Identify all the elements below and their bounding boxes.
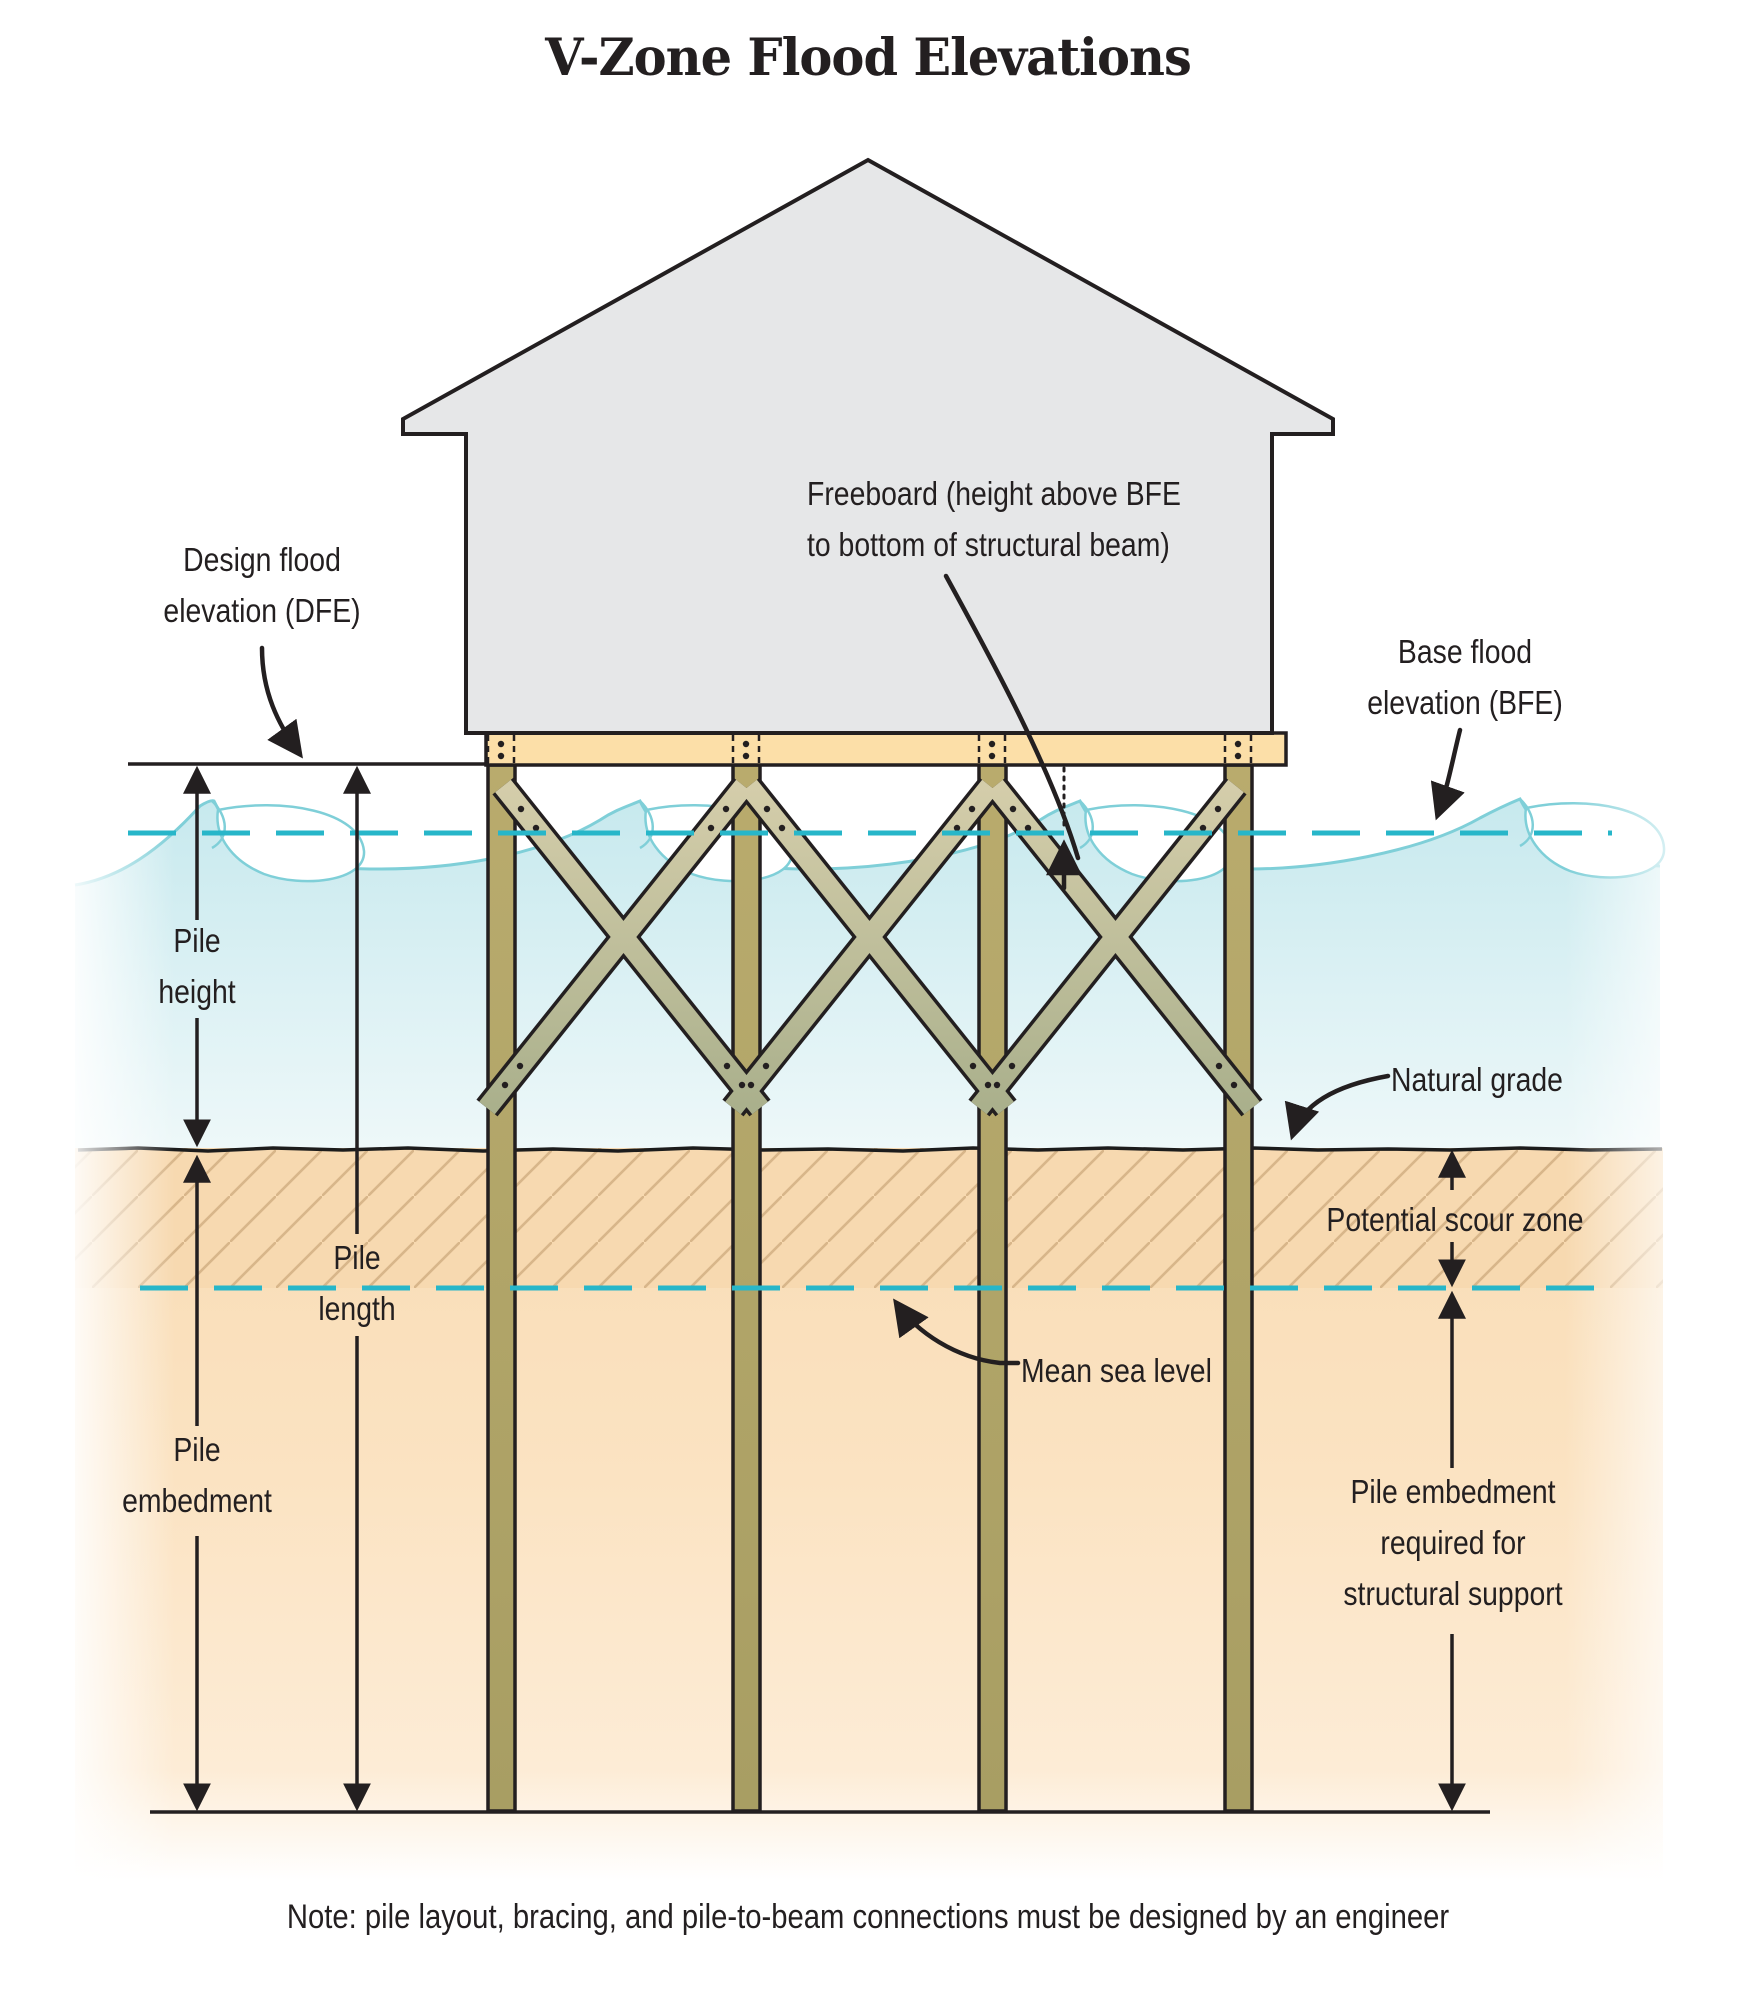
wave-curls xyxy=(211,798,1534,850)
ground xyxy=(75,1146,1663,1880)
label-pile-height: Pile height xyxy=(158,922,236,1011)
label-design-flood-elevation: Design flood elevation (DFE) xyxy=(163,541,361,630)
label-potential-scour-zone: Potential scour zone xyxy=(1326,1201,1584,1238)
natural-grade-line xyxy=(77,1146,1663,1153)
house xyxy=(401,157,1335,735)
mean-sea-level-leader-arrow xyxy=(893,1298,1021,1366)
cross-bracing xyxy=(476,777,1263,1117)
dfe-leader-arrow xyxy=(259,645,303,759)
structural-beam xyxy=(484,731,1288,767)
label-pile-length: Pile length xyxy=(318,1239,396,1328)
natural-grade-leader-arrow xyxy=(1284,1073,1391,1141)
left-fade xyxy=(60,780,175,1895)
label-pile-embedment: Pile embedment xyxy=(122,1431,272,1520)
label-mean-sea-level: Mean sea level xyxy=(1021,1352,1212,1389)
freeboard-leader-arrow xyxy=(943,573,1081,861)
right-fade xyxy=(1565,780,1715,1895)
label-natural-grade: Natural grade xyxy=(1391,1061,1563,1098)
note-text: Note: pile layout, bracing, and pile-to-… xyxy=(286,1898,1450,1936)
beam-bolts xyxy=(497,740,1242,760)
page-title: V-Zone Flood Elevations xyxy=(545,28,1192,88)
label-freeboard: Freeboard (height above BFE to bottom of… xyxy=(807,475,1181,564)
dimension-arrows xyxy=(183,765,1466,1812)
label-base-flood-elevation: Base flood elevation (BFE) xyxy=(1367,633,1563,722)
leader-arrows xyxy=(259,573,1465,1366)
bfe-leader-arrow xyxy=(1430,727,1465,821)
brace-bolts xyxy=(501,805,1238,1089)
pile-4 xyxy=(1223,763,1254,1813)
label-pile-embedment-required: Pile embedment required for structural s… xyxy=(1343,1473,1563,1613)
